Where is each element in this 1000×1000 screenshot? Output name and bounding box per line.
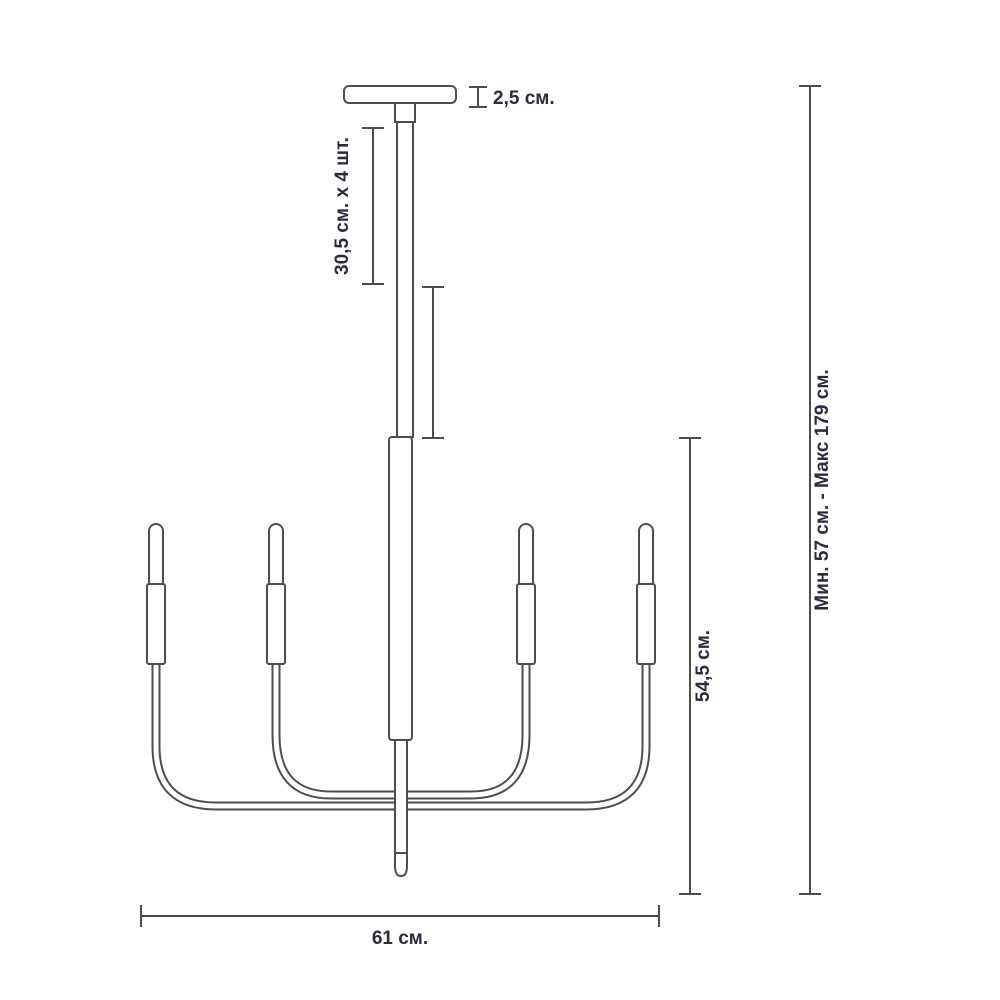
candle-sleeve-3 (518, 523, 534, 591)
lower-stem (394, 739, 408, 878)
candle-sleeve-4 (638, 523, 654, 591)
chandelier-arms (151, 664, 651, 811)
candle-socket-2 (266, 583, 286, 665)
candle-socket-3 (516, 583, 536, 665)
central-column (343, 85, 457, 878)
candle-holders (146, 523, 656, 665)
dimension-lines: 2,5 см. 30,5 см. х 4 шт. 54,5 см. (140, 85, 833, 949)
dim-overall-height: Мин. 57 см. - Макс 179 см. (799, 85, 833, 895)
arm-inner-right (401, 664, 531, 800)
dim-label-rod-section: 30,5 см. х 4 шт. (332, 137, 353, 275)
dim-label-body-height: 54,5 см. (693, 630, 714, 702)
candle-sleeve-1 (148, 523, 164, 591)
arm-inner-left (271, 664, 401, 800)
arm-inner-left-inner (273, 664, 401, 798)
dim-label-overall-height: Мин. 57 см. - Макс 179 см. (812, 369, 833, 610)
dim-rod-section-2 (422, 286, 444, 439)
ceiling-canopy (343, 85, 457, 104)
suspension-rod (396, 121, 414, 438)
dim-rod-section: 30,5 см. х 4 шт. (332, 127, 384, 285)
arm-outer-right-inner (401, 664, 649, 809)
arm-inner-right-inner (401, 664, 529, 798)
canopy-neck (394, 102, 416, 123)
chandelier-drawing (146, 85, 656, 878)
dim-label-width: 61 см. (372, 928, 428, 949)
dim-label-canopy-height: 2,5 см. (493, 88, 555, 109)
dim-width: 61 см. (140, 905, 660, 949)
candle-socket-1 (146, 583, 166, 665)
candle-sleeve-2 (268, 523, 284, 591)
main-stem (388, 436, 413, 741)
candle-socket-4 (636, 583, 656, 665)
arm-outer-left-inner (153, 664, 401, 809)
dim-canopy-height: 2,5 см. (469, 86, 555, 109)
dim-body-height: 54,5 см. (679, 437, 714, 895)
